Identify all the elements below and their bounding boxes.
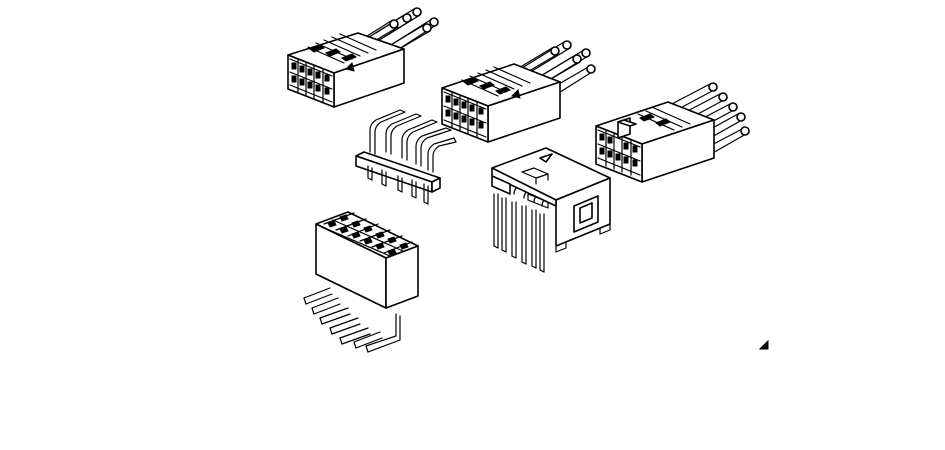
wire-housing-b (441, 40, 596, 143)
right-angle-pin-row (493, 177, 549, 273)
cavity-grid (443, 91, 487, 138)
wire-bundle (667, 82, 750, 155)
wire-housing-a (287, 7, 439, 108)
box-left-face (491, 167, 557, 207)
female-socket-right-angle (303, 211, 419, 353)
straight-pin-row (367, 165, 429, 205)
cavity-grid (289, 58, 333, 103)
socket-cell-grid (319, 212, 413, 257)
top-latch-row (637, 107, 691, 131)
pin1-triangle-marker (539, 153, 553, 163)
corner-mark (758, 339, 769, 350)
bent-pin-row (369, 109, 457, 173)
socket-side-face (385, 245, 419, 309)
top-latch-row (461, 66, 531, 99)
right-angle-tail-row (303, 287, 401, 353)
box-header-right-angle (491, 147, 611, 273)
wire-bundle (355, 7, 439, 56)
right-angle-pin-header (355, 109, 457, 205)
cavity-grid (597, 129, 641, 176)
wire-housing-c (595, 82, 750, 183)
top-latch-row (307, 33, 377, 72)
